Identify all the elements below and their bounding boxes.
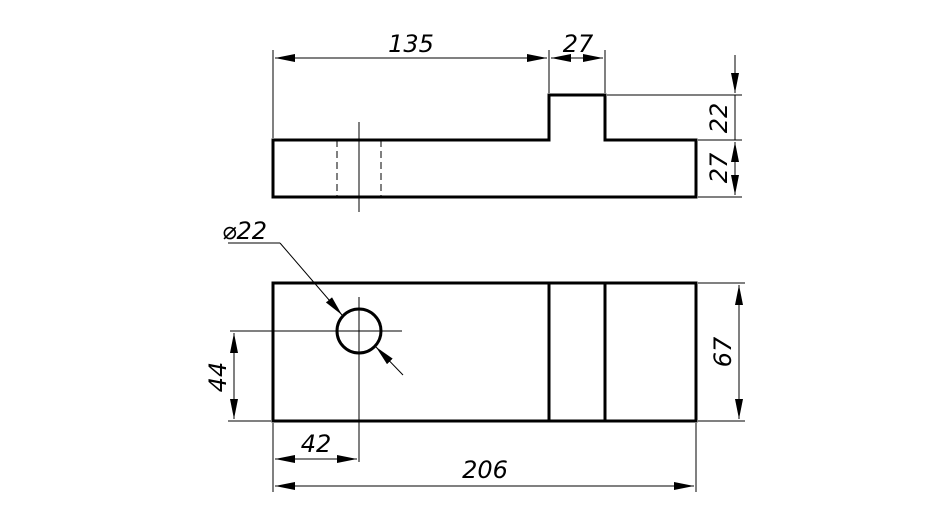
dimension-44: 44 [204, 333, 271, 422]
dimension-label-diameter-22: ⌀22 [222, 217, 267, 245]
dimension-label-206: 206 [462, 456, 508, 484]
dimension-diameter-22: ⌀22 [222, 217, 404, 376]
dimension-27-right: 27 [698, 142, 742, 198]
dimension-42: 42 [272, 423, 357, 492]
dimension-label-135: 135 [388, 30, 434, 58]
top-view [230, 281, 698, 462]
dimension-label-44: 44 [204, 362, 232, 393]
dimension-label-27-right: 27 [705, 152, 733, 183]
dimension-label-27-top: 27 [563, 30, 594, 58]
front-view-outline [271, 93, 698, 199]
dimension-label-67: 67 [709, 336, 737, 367]
leader-line [279, 242, 343, 316]
dimension-67: 67 [698, 282, 745, 422]
dimension-label-22: 22 [705, 103, 733, 134]
dimension-206: 206 [275, 423, 697, 492]
top-view-outline [271, 281, 698, 423]
dimension-label-42: 42 [301, 430, 332, 458]
front-view [271, 93, 698, 212]
dimension-135: 135 [272, 30, 550, 138]
leader-line [375, 346, 404, 376]
dimension-27-top: 27 [551, 30, 606, 93]
dimension-22: 22 [607, 55, 742, 141]
